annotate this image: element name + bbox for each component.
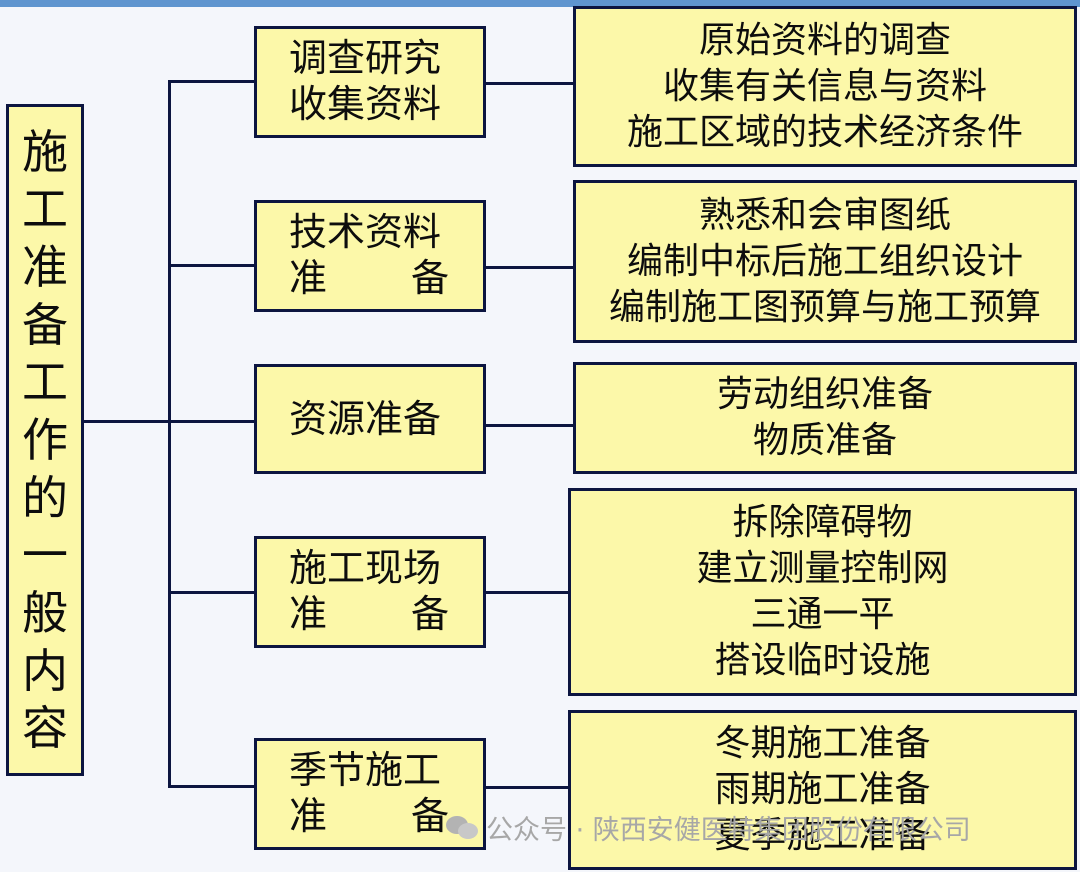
branch-3-connector	[484, 424, 576, 427]
detail-item: 雨期施工准备	[714, 769, 931, 810]
root-char: 工	[22, 182, 68, 237]
detail-item: 冬期施工准备	[714, 723, 931, 764]
detail-node-technical: 熟悉和会审图纸 编制中标后施工组织设计 编制施工图预算与施工预算	[573, 180, 1077, 343]
category-node-resources: 资源准备	[254, 364, 486, 474]
detail-item: 夏季施工准备	[714, 815, 931, 856]
category-title-char: 准	[289, 794, 328, 838]
root-char: 一	[22, 528, 68, 583]
detail-item: 收集有关信息与资料	[662, 65, 987, 107]
detail-item: 熟悉和会审图纸	[698, 194, 951, 236]
category-title-line2: 准 备	[289, 793, 449, 839]
detail-item: 搭设临时设施	[714, 640, 931, 681]
root-char: 作	[22, 412, 68, 467]
watermark: 公众号 · 陕西安健医特集团股份有限公司	[446, 808, 971, 847]
category-title-line1: 季节施工	[289, 748, 442, 792]
root-char: 般	[22, 585, 68, 640]
detail-item: 编制中标后施工组织设计	[626, 240, 1023, 282]
category-title-line2: 准 备	[289, 591, 449, 637]
branch-5-connector	[484, 786, 570, 789]
category-node-site: 施工现场 准 备	[254, 536, 486, 648]
detail-item: 编制施工图预算与施工预算	[608, 286, 1041, 328]
category-title-char: 准	[289, 592, 328, 636]
top-accent-bar	[0, 0, 1080, 7]
category-node-survey: 调查研究 收集资料	[254, 26, 486, 138]
detail-item: 三通一平	[750, 594, 895, 635]
category-title-line2: 准 备	[289, 255, 449, 301]
root-connector	[84, 420, 170, 423]
category-title-line1: 技术资料	[289, 210, 442, 254]
category-title-char: 准	[289, 256, 328, 300]
root-char: 容	[22, 701, 68, 756]
category-title-line2: 收集资料	[289, 82, 442, 126]
trunk-branch-5	[168, 785, 256, 788]
trunk-branch-3	[168, 420, 256, 423]
category-node-technical: 技术资料 准 备	[254, 200, 486, 312]
category-title-line1: 施工现场	[289, 546, 442, 590]
root-char: 的	[22, 470, 68, 525]
root-char: 内	[22, 643, 68, 698]
branch-1-connector	[484, 82, 576, 85]
detail-item: 原始资料的调查	[698, 19, 951, 61]
category-title-line1: 调查研究	[289, 36, 442, 80]
category-title-char: 备	[410, 794, 449, 838]
trunk-line	[168, 80, 171, 787]
detail-item: 施工区域的技术经济条件	[626, 111, 1023, 153]
root-char: 备	[22, 297, 68, 352]
detail-item: 拆除障碍物	[732, 502, 913, 543]
category-title-line1: 资源准备	[289, 397, 442, 441]
detail-item: 建立测量控制网	[696, 548, 949, 589]
root-char: 施	[22, 124, 68, 179]
detail-node-resources: 劳动组织准备 物质准备	[573, 362, 1077, 474]
detail-item: 劳动组织准备	[716, 374, 933, 415]
watermark-text: 公众号 · 陕西安健医特集团股份有限公司	[486, 815, 971, 846]
detail-node-survey: 原始资料的调查 收集有关信息与资料 施工区域的技术经济条件	[573, 6, 1077, 167]
category-title-char: 备	[410, 256, 449, 300]
trunk-branch-1	[168, 80, 256, 83]
detail-node-site: 拆除障碍物 建立测量控制网 三通一平 搭设临时设施	[568, 488, 1077, 696]
root-char: 准	[22, 239, 68, 294]
branch-4-connector	[484, 591, 570, 594]
branch-2-connector	[484, 266, 576, 269]
detail-node-seasonal: 冬期施工准备 雨期施工准备 夏季施工准备	[568, 710, 1077, 870]
trunk-branch-2	[168, 264, 256, 267]
category-title-char: 备	[410, 592, 449, 636]
wechat-icon	[446, 814, 480, 842]
category-node-seasonal: 季节施工 准 备	[254, 738, 486, 850]
root-char: 工	[22, 355, 68, 410]
trunk-branch-4	[168, 591, 256, 594]
detail-item: 物质准备	[752, 420, 897, 461]
root-node: 施 工 准 备 工 作 的 一 般 内 容	[6, 104, 84, 776]
